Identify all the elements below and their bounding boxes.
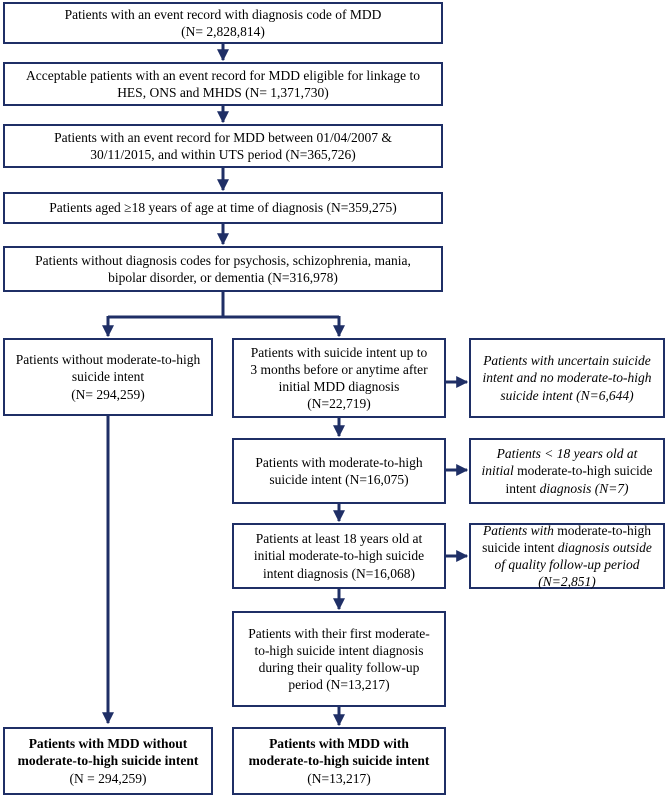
box-text: Patients with an event record for MDD be… [54,129,392,145]
box-text: suicide intent [71,369,145,385]
box-text-plain: intent [505,480,540,496]
box-text-italic: diagnosis (N=7) [539,480,629,496]
box-text: Patients aged ≥18 years of age at time o… [49,200,397,216]
box-text-italic: diagnosis outside [557,539,652,555]
box-mdd-event-record: Patients with an event record with diagn… [3,2,443,44]
box-count: (N=2,851) [538,574,596,590]
box-text: moderate-to-high suicide intent [248,753,430,769]
box-first-diagnosis-followup: Patients with their first moderate- to-h… [232,611,446,707]
box-suicide-intent-window: Patients with suicide intent up to 3 mon… [232,338,446,418]
box-text: Patients with MDD with [269,736,409,752]
box-excluded-outside-followup: Patients with moderate-to-high suicide i… [469,523,665,589]
box-text: 30/11/2015, and within UTS period (N=365… [90,147,356,162]
box-text-plain: moderate-to-high suicide [513,463,653,479]
box-text: Patients with moderate-to-high [255,454,423,470]
box-count: (N= 294,259) [71,386,145,402]
box-text-italic: Patients with [483,522,554,538]
box-text: Patients with an event record with diagn… [64,6,382,22]
box-text: Patients with suicide intent up to [250,344,428,360]
box-text: initial MDD diagnosis [278,379,400,394]
box-text: Patients with MDD without [28,736,188,752]
box-count: (N=22,719) [307,396,371,412]
box-text-italic: initial [481,463,514,479]
box-text: intent and no moderate-to-high [482,370,652,386]
box-count: (N=13,217) [307,770,371,786]
box-eligible-linkage: Acceptable patients with an event record… [3,62,443,106]
box-count: (N= 2,828,814) [181,24,265,39]
box-text: suicide intent diagnosis outside [482,539,652,556]
box-text: Patients with their first moderate- [248,625,430,641]
box-text: initial moderate-to-high suicide [253,548,425,564]
box-age-18: Patients aged ≥18 years of age at time o… [3,192,443,224]
box-date-range: Patients with an event record for MDD be… [3,124,443,168]
box-text: Patients < 18 years old at [497,445,638,462]
box-excluded-under-18: Patients < 18 years old at initial moder… [469,438,665,504]
box-text: bipolar disorder, or dementia (N=316,978… [108,270,338,285]
box-text: suicide intent (N=6,644) [500,387,634,403]
box-count: period (N=13,217) [288,677,390,693]
box-text: of quality follow-up period [494,557,640,572]
box-text-plain: moderate-to-high [553,522,651,538]
box-text: Patients with uncertain suicide [483,353,651,369]
box-moderate-to-high: Patients with moderate-to-high suicide i… [232,438,446,504]
box-text: Patients without diagnosis codes for psy… [35,252,411,268]
box-text: during their quality follow-up [258,660,420,675]
box-text: intent diagnosis (N=16,068) [263,565,415,581]
box-text: intent diagnosis (N=7) [505,480,628,497]
box-text: to-high suicide intent diagnosis [254,642,424,658]
box-final-without-intent: Patients with MDD without moderate-to-hi… [3,727,213,795]
box-count: (N = 294,259) [69,770,147,786]
box-text: Patients with moderate-to-high [483,522,651,539]
box-at-least-18: Patients at least 18 years old at initia… [232,523,446,589]
box-text: Patients at least 18 years old at [255,531,423,547]
box-excluded-uncertain-intent: Patients with uncertain suicide intent a… [469,338,665,418]
box-without-suicide-intent: Patients without moderate-to-high suicid… [3,338,213,416]
box-final-with-intent: Patients with MDD with moderate-to-high … [232,727,446,795]
box-text: 3 months before or anytime after [250,361,428,377]
box-no-exclusion-diagnoses: Patients without diagnosis codes for psy… [3,246,443,292]
box-text-italic: Patients < 18 years old at [496,446,638,462]
box-text: moderate-to-high suicide intent [17,753,199,769]
box-text: initial moderate-to-high suicide [482,462,653,479]
box-text: Patients without moderate-to-high [15,352,201,368]
box-text: Acceptable patients with an event record… [26,67,420,83]
box-text-plain: suicide intent [482,539,558,555]
box-text: HES, ONS and MHDS (N= 1,371,730) [117,85,329,100]
box-text: suicide intent (N=16,075) [269,472,409,487]
